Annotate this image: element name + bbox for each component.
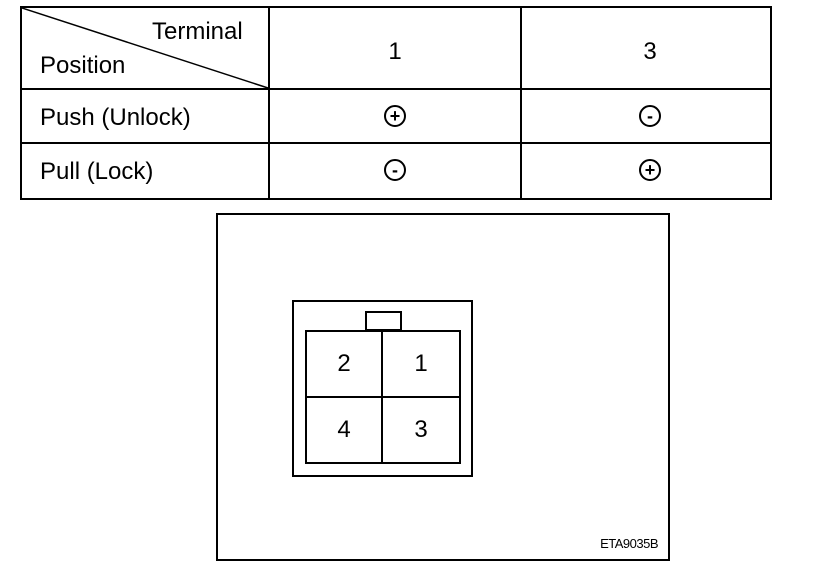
row-label-push-unlock: Push (Unlock) [40,104,191,131]
row-label-pull-lock: Pull (Lock) [40,158,154,185]
connector-pin: 1 [383,332,459,398]
push-terminal-3-polarity-icon: - [639,105,661,127]
figure-code: ETA9035B [600,536,658,551]
table-divider [520,8,522,198]
connector-pin: 3 [414,416,428,443]
table-divider [268,8,270,198]
polarity-symbol: - [647,106,653,126]
terminal-table: Terminal Position 1 3 Push (Unlock) Pull… [20,6,772,200]
header-diagonal [22,8,269,89]
connector-pin: 4 [307,398,383,462]
connector-figure: 2 1 4 3 ETA9035B [216,213,670,561]
column-header-terminal-1: 1 [388,38,402,65]
polarity-symbol: + [389,106,401,126]
connector-pin: 2 [307,332,383,398]
pull-terminal-3-polarity-icon: + [639,159,661,181]
column-header-terminal-3: 3 [643,38,657,65]
header-position-label: Position [40,52,126,79]
connector-housing: 2 1 4 3 [292,300,473,477]
polarity-symbol: - [392,160,398,180]
table-divider [22,142,770,144]
connector-pin-grid: 2 1 4 3 [305,330,461,464]
connector-latch [365,311,402,331]
header-terminal-label: Terminal [152,18,243,45]
table-divider [22,88,770,90]
pull-terminal-1-polarity-icon: - [384,159,406,181]
push-terminal-1-polarity-icon: + [384,105,406,127]
polarity-symbol: + [644,160,656,180]
